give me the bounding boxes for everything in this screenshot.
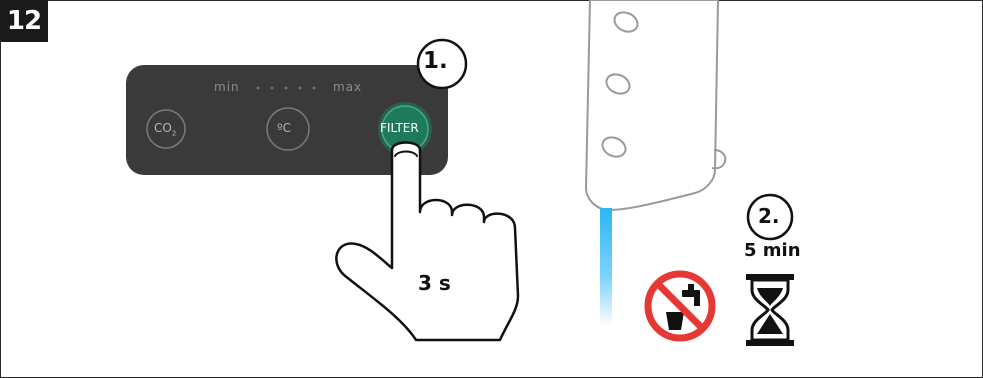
step2-label: 2. <box>758 204 780 228</box>
max-label: max <box>333 80 362 94</box>
filter-button-label: FILTER <box>380 121 419 135</box>
water-stream <box>600 208 612 326</box>
no-drinking-water-icon <box>648 274 712 338</box>
co2-button-label: CO2 <box>154 121 176 137</box>
step1-label: 1. <box>423 48 448 74</box>
temperature-button-label: ºC <box>277 121 291 135</box>
hourglass-icon <box>746 274 794 346</box>
dispenser-tap <box>586 0 725 210</box>
press-duration-label: 3 s <box>418 271 451 295</box>
wait-duration-label: 5 min <box>744 240 801 261</box>
min-label: min <box>214 80 240 94</box>
